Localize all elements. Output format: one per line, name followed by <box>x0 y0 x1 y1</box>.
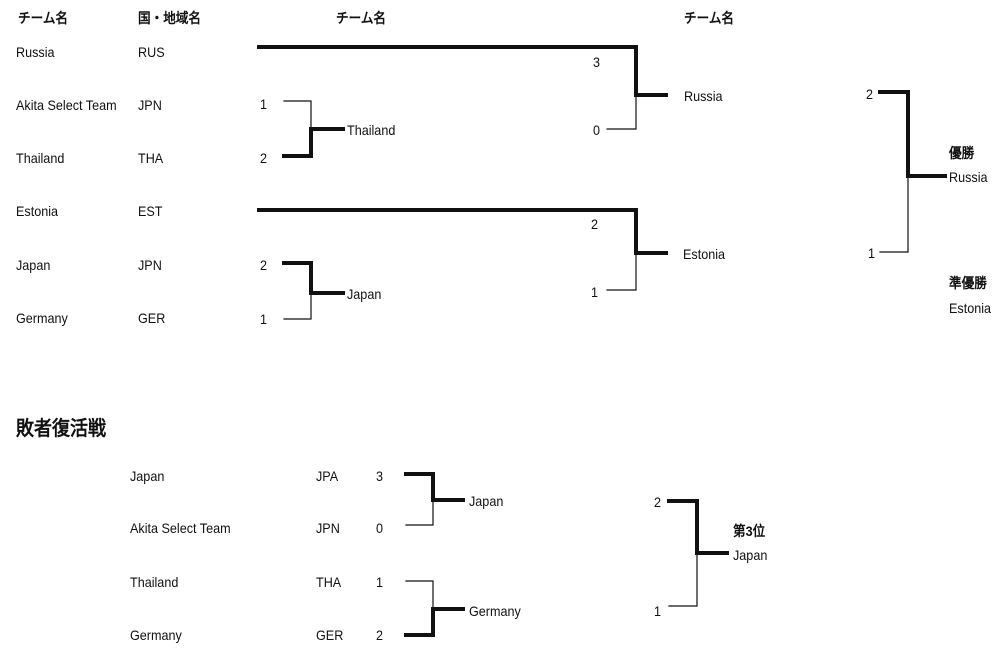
winner-label: Estonia <box>683 246 726 262</box>
runnerup-label: 準優勝 <box>949 275 987 291</box>
score: 0 <box>593 122 601 138</box>
score: 2 <box>260 150 268 166</box>
bracket-line-s1-bottom <box>606 94 637 130</box>
score: 1 <box>260 311 268 327</box>
score: 2 <box>866 86 874 102</box>
team-code: JPA <box>316 468 339 484</box>
team-name: Japan <box>130 468 165 484</box>
score: 3 <box>593 54 601 70</box>
bracket-line-third-bottom <box>668 552 698 607</box>
header-round3: チーム名 <box>684 10 735 26</box>
bracket-line-r1a-top <box>283 100 312 130</box>
team-code: RUS <box>138 44 165 60</box>
score: 0 <box>376 520 384 536</box>
header-round2: チーム名 <box>336 10 387 26</box>
winner-label: Russia <box>684 88 723 104</box>
team-code: THA <box>316 574 342 590</box>
bracket-line-rep2-top <box>405 580 434 610</box>
team-code: GER <box>316 627 344 643</box>
score: 1 <box>591 284 599 300</box>
bracket-line-s2-bottom <box>606 252 637 291</box>
score: 2 <box>654 494 662 510</box>
bracket-line-final-bottom <box>879 175 909 253</box>
team-code: EST <box>138 203 163 219</box>
score: 1 <box>376 574 384 590</box>
score: 1 <box>260 96 268 112</box>
winner-label: Germany <box>469 603 521 619</box>
score: 2 <box>591 216 599 232</box>
third-place-name: Japan <box>733 547 768 563</box>
team-name: Japan <box>16 257 51 273</box>
score: 2 <box>260 257 268 273</box>
bracket-line-third-top <box>667 499 699 555</box>
winner-label: Thailand <box>347 122 396 138</box>
champion-label: 優勝 <box>949 145 975 161</box>
team-name: Germany <box>16 310 68 326</box>
header-country: 国・地域名 <box>138 10 201 26</box>
team-code: JPN <box>138 97 162 113</box>
winner-label: Japan <box>347 286 382 302</box>
bracket-line-rep2-bottom <box>404 607 435 637</box>
header-team: チーム名 <box>18 10 69 26</box>
team-code: THA <box>138 150 164 166</box>
runnerup-name: Estonia <box>949 300 992 316</box>
bracket-line-r1b-bottom <box>283 292 312 320</box>
team-name: Thailand <box>16 150 65 166</box>
winner-label: Japan <box>469 493 504 509</box>
repechage-title: 敗者復活戦 <box>16 418 106 440</box>
team-name: Russia <box>16 44 55 60</box>
score: 2 <box>376 627 384 643</box>
team-code: JPN <box>316 520 340 536</box>
team-name: Thailand <box>130 574 179 590</box>
champion-name: Russia <box>949 169 988 185</box>
bracket-line-r1a-bottom <box>282 127 313 158</box>
team-code: JPN <box>138 257 162 273</box>
bracket-line-s1-top <box>257 45 638 97</box>
team-name: Germany <box>130 627 182 643</box>
team-name: Estonia <box>16 203 59 219</box>
bracket-line-rep1-top <box>404 472 435 502</box>
team-code: GER <box>138 310 166 326</box>
bracket-line-rep1-bottom <box>405 499 434 526</box>
score: 1 <box>868 245 876 261</box>
bracket-line-s2-top <box>257 208 638 255</box>
bracket-line-final-top <box>878 90 910 178</box>
team-name: Akita Select Team <box>16 97 117 113</box>
score: 1 <box>654 603 662 619</box>
bracket-line-r1b-top <box>282 261 313 295</box>
score: 3 <box>376 468 384 484</box>
team-name: Akita Select Team <box>130 520 231 536</box>
third-place-label: 第3位 <box>733 523 766 539</box>
